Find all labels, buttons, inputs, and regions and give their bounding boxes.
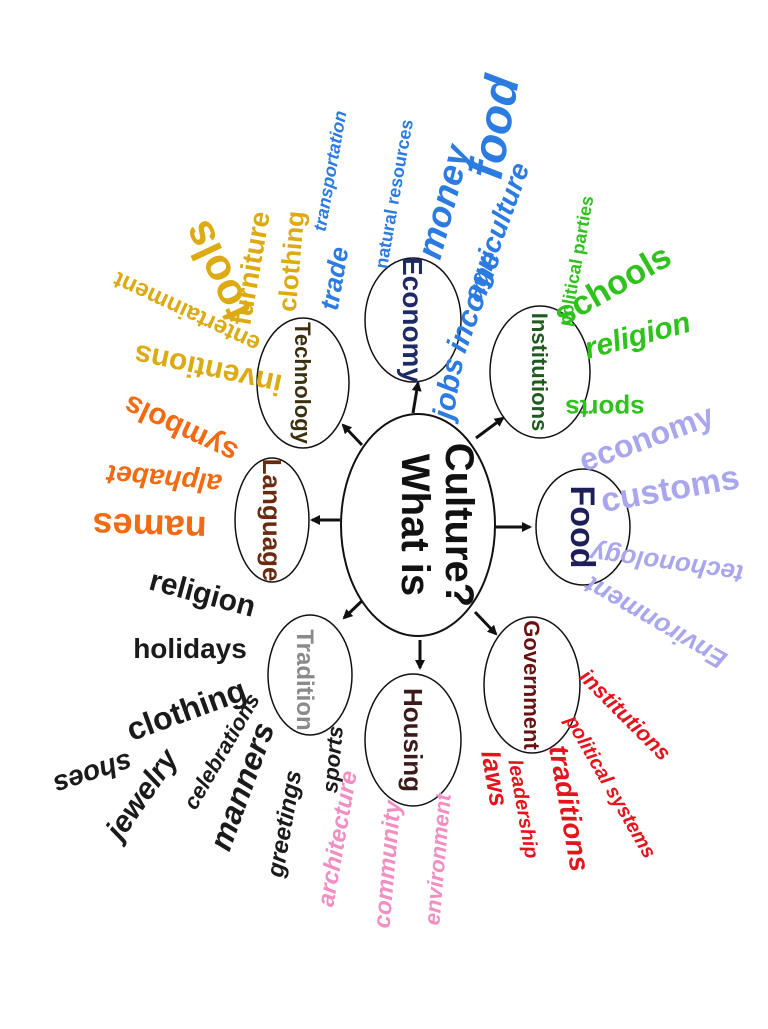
hub-ellipse bbox=[340, 413, 496, 637]
topic-institutions: Institutions bbox=[489, 305, 591, 439]
hub-title-line1: What is bbox=[393, 454, 437, 596]
housing-word-community: community bbox=[369, 798, 407, 930]
housing-word-environment: environment bbox=[419, 791, 456, 926]
food-ellipse bbox=[535, 468, 631, 586]
topic-tradition: Tradition bbox=[267, 614, 353, 736]
tradition-label: Tradition bbox=[291, 629, 318, 730]
economy-ellipse bbox=[364, 257, 462, 383]
technology-ellipse bbox=[256, 317, 350, 449]
language-words: symbols alphabet names bbox=[92, 388, 243, 550]
government-ellipse bbox=[483, 616, 581, 754]
food-label: Food bbox=[563, 485, 601, 568]
tradition-word-religion: religion bbox=[146, 564, 259, 624]
tradition-word-sports: sports bbox=[317, 725, 348, 794]
hub-node: What is Culture? bbox=[340, 413, 496, 637]
language-ellipse bbox=[234, 457, 310, 583]
food-word-customs: customs bbox=[598, 458, 742, 520]
arrow-to-economy bbox=[411, 381, 422, 414]
institutions-label: Institutions bbox=[527, 313, 552, 432]
technology-label: Technology bbox=[290, 322, 315, 445]
economy-label: Economy bbox=[397, 257, 428, 383]
language-word-alphabet: alphabet bbox=[104, 459, 223, 500]
arrow-to-technology bbox=[341, 423, 364, 447]
language-word-symbols: symbols bbox=[119, 388, 243, 469]
topic-technology: Technology bbox=[256, 317, 350, 449]
housing-label: Housing bbox=[398, 688, 428, 792]
institutions-ellipse bbox=[489, 305, 591, 439]
tradition-ellipse bbox=[267, 614, 353, 736]
topic-language: Language bbox=[234, 457, 310, 583]
economy-word-transportation: transportation bbox=[310, 109, 351, 233]
technology-word-clothing: clothing bbox=[272, 210, 311, 313]
housing-ellipse bbox=[364, 673, 462, 807]
government-word-laws: laws bbox=[475, 748, 514, 809]
language-label: Language bbox=[257, 459, 287, 582]
tradition-word-greetings: greetings bbox=[262, 768, 308, 880]
government-label: Government bbox=[519, 620, 544, 750]
institutions-word-sports: sports bbox=[565, 394, 644, 424]
technology-words: inventions entertainment tools furniture… bbox=[109, 209, 310, 401]
language-word-names: names bbox=[92, 505, 207, 550]
topic-government: Government bbox=[483, 616, 581, 754]
tradition-word-holidays: holidays bbox=[133, 633, 247, 664]
arrow-to-institutions bbox=[475, 416, 505, 440]
hub-title-line2: Culture? bbox=[437, 443, 481, 607]
topic-food: Food bbox=[535, 468, 631, 586]
arrow-to-government bbox=[473, 610, 498, 636]
topic-economy: Economy bbox=[364, 257, 462, 383]
topic-housing: Housing bbox=[364, 673, 462, 807]
technology-word-inventions: inventions bbox=[131, 338, 285, 401]
economy-word-trade: trade bbox=[314, 245, 355, 313]
